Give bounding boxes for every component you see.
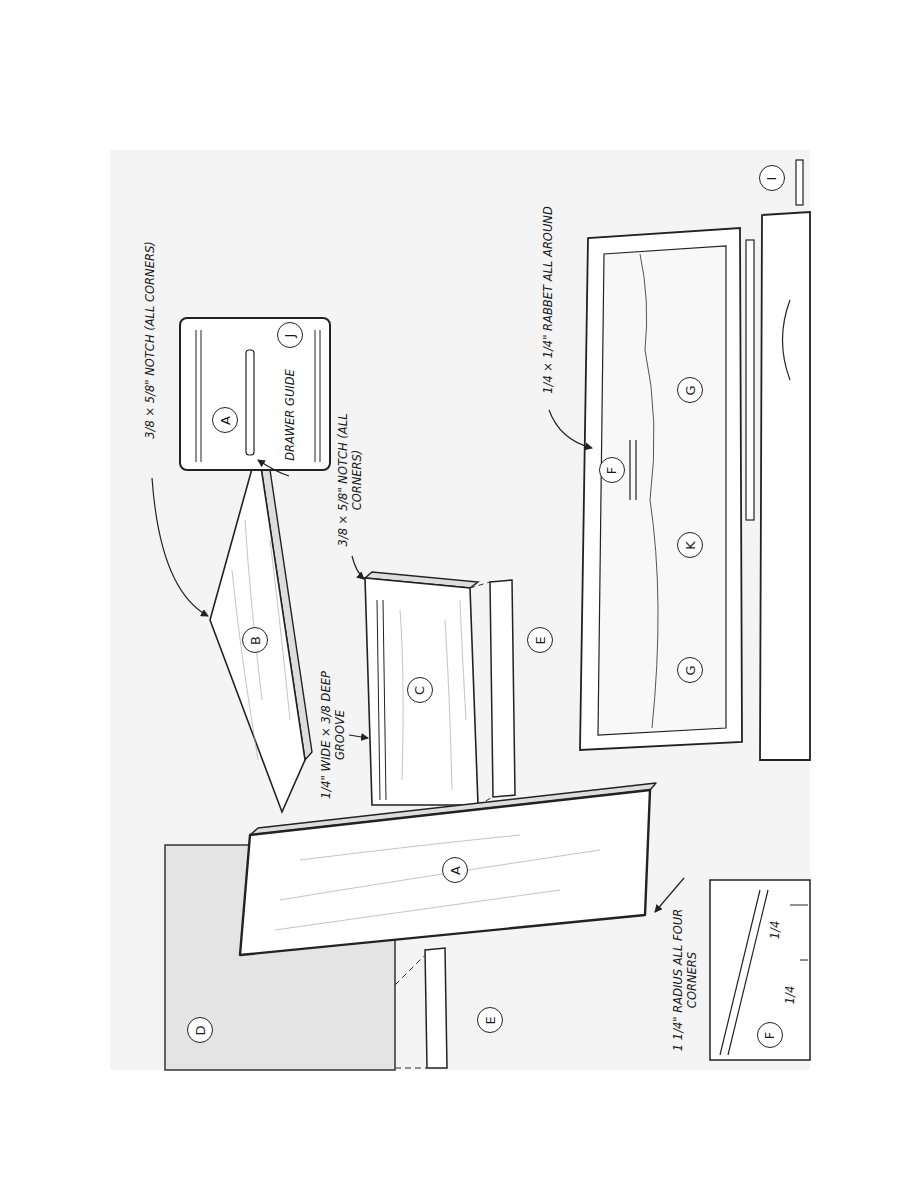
end-panel [180, 318, 330, 470]
dimension-tick [800, 960, 808, 961]
callout-letter: A [448, 866, 463, 875]
dimension-note: 3/8 × 5/8" NOTCH (ALL CORNERS) [143, 140, 157, 540]
dimension-note: 3/8 × 5/8" NOTCH (ALL CORNERS) [336, 410, 364, 550]
handle-cutout [783, 300, 791, 380]
dimension-note: 1 1/4" RADIUS ALL FOUR CORNERS [671, 885, 699, 1075]
callout-letter: A [218, 416, 233, 425]
drawer-front [760, 212, 810, 760]
dimension-tick [790, 905, 808, 906]
dimension-note: 1/4 [768, 910, 782, 950]
callout-circle: A [212, 407, 238, 433]
drawer-inside [598, 246, 726, 735]
callout-circle: B [242, 627, 268, 653]
callout-letter: C [412, 685, 427, 694]
callout-letter: K [683, 541, 698, 550]
callout-circle: E [527, 627, 553, 653]
callout-circle: D [187, 1017, 213, 1043]
callout-letter: E [533, 636, 548, 644]
groove-line [196, 330, 197, 462]
callout-letter: F [604, 466, 619, 473]
drawer-strip [746, 240, 754, 520]
dimension-note: 1/4" WIDE × 3/8 DEEP GROOVE [319, 660, 347, 810]
dimension-note: 1/4 × 1/4" RABBET ALL AROUND [541, 193, 555, 408]
leader-line [258, 460, 289, 476]
detail-line [720, 890, 760, 1055]
callout-circle: C [407, 677, 433, 703]
drawer-strip [796, 160, 803, 205]
cutaway-line [640, 254, 658, 728]
groove-line [315, 330, 316, 462]
drawer-back-slot [629, 440, 630, 500]
callout-letter: G [682, 385, 697, 395]
callout-circle: I [759, 165, 785, 191]
callout-letter: I [765, 176, 780, 180]
wood-grain [232, 520, 290, 760]
callout-circle: K [677, 532, 703, 558]
dashed-alignment [470, 582, 490, 588]
callout-letter: B [247, 636, 262, 645]
dashed-alignment [395, 955, 425, 985]
callout-circle: F [599, 457, 625, 483]
wood-grain [275, 835, 600, 930]
leader-line [655, 878, 684, 912]
wood-grain [400, 600, 466, 790]
shelf-board [365, 578, 478, 805]
callout-circle: F [757, 1022, 783, 1048]
cleat-strip [425, 948, 447, 1068]
leader-line [152, 478, 208, 616]
drawer-box [580, 228, 742, 750]
callout-letter: J [283, 333, 298, 337]
callout-circle: E [477, 1007, 503, 1033]
leader-line [549, 410, 592, 448]
drawer-guide-dowel [246, 350, 254, 455]
callout-circle: G [677, 377, 703, 403]
groove-line [383, 600, 386, 800]
groove-line [320, 330, 321, 462]
groove-line [201, 330, 202, 462]
detail-box [710, 880, 810, 1060]
callout-letter: E [483, 1016, 498, 1024]
groove-line [377, 600, 380, 800]
callout-letter: F [762, 1031, 777, 1038]
callout-letter: G [682, 665, 697, 675]
cleat-strip [490, 580, 515, 797]
callout-letter: D [192, 1025, 207, 1035]
callout-circle: A [442, 857, 468, 883]
dashed-alignment [395, 1068, 427, 1069]
page-ground [110, 150, 810, 1070]
leader-line [352, 556, 364, 579]
callout-circle: G [677, 657, 703, 683]
drawer-back-slot [635, 440, 636, 500]
leader-line [349, 735, 368, 738]
callout-circle: J [277, 322, 303, 348]
dimension-note: DRAWER GUIDE [283, 360, 297, 470]
shelf-board [210, 447, 305, 812]
end-panel [240, 790, 650, 955]
dimension-note: 1/4 [783, 975, 797, 1015]
